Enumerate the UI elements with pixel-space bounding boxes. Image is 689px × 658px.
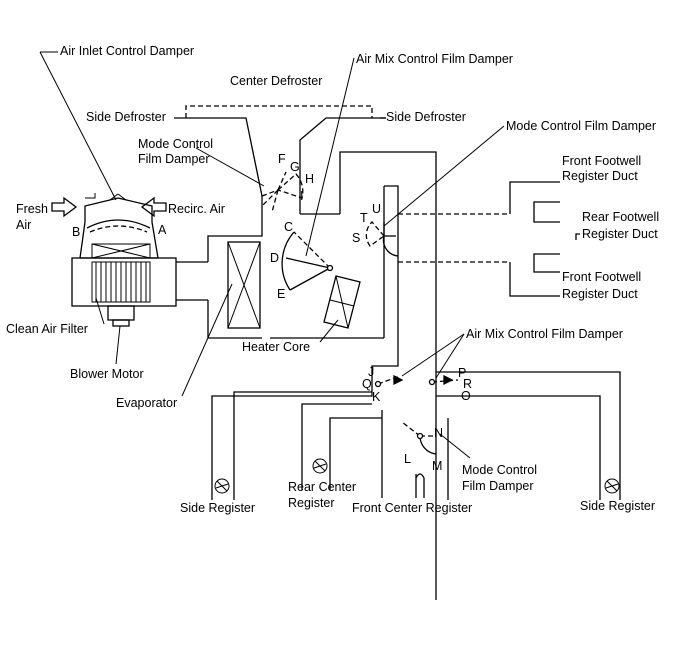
label-air: Air <box>16 218 32 232</box>
label-mode-control-bottom-2: Film Damper <box>462 479 534 493</box>
label-air-mix-damper-bottom: Air Mix Control Film Damper <box>466 327 623 341</box>
letter-t: T <box>360 211 368 225</box>
label-front-center-register: Front Center Register <box>352 501 473 515</box>
letter-u: U <box>372 202 382 216</box>
letter-j: J <box>368 365 375 379</box>
label-rear-center-1: Rear Center <box>288 480 357 494</box>
label-front-footwell-bottom-2: Register Duct <box>562 287 638 301</box>
intake-housing <box>71 193 263 339</box>
label-center-defroster: Center Defroster <box>230 74 323 88</box>
letter-f: F <box>278 152 286 166</box>
letter-k: K <box>372 390 381 404</box>
label-heater-core: Heater Core <box>242 340 311 354</box>
label-rear-footwell-1: Rear Footwell <box>582 210 660 224</box>
letter-o: O <box>461 389 471 403</box>
heater-box <box>211 151 437 600</box>
label-clean-air-filter: Clean Air Filter <box>6 322 88 336</box>
letter-m: M <box>432 459 443 473</box>
letter-d: D <box>270 251 280 265</box>
label-recirc-air: Recirc. Air <box>168 202 225 216</box>
letter-c: C <box>284 220 294 234</box>
label-mode-control-top: Mode Control Film Damper <box>506 119 657 133</box>
fresh-air-arrow-icon <box>51 196 78 218</box>
label-mode-control-left-1: Mode Control <box>138 137 214 151</box>
label-evaporator: Evaporator <box>116 396 178 410</box>
label-side-register-right: Side Register <box>580 499 656 513</box>
letter-r: R <box>463 377 473 391</box>
letter-g: G <box>290 160 300 174</box>
label-rear-footwell-2: Register Duct <box>582 227 658 241</box>
recirc-air-arrow-icon <box>140 196 167 218</box>
letter-a: A <box>158 223 167 237</box>
letter-b: B <box>72 225 81 239</box>
label-side-register-left: Side Register <box>180 501 256 515</box>
defroster-ducts <box>174 105 386 214</box>
letter-n: N <box>434 426 444 440</box>
letter-l: L <box>404 452 411 466</box>
label-air-mix-damper-top: Air Mix Control Film Damper <box>356 52 513 66</box>
letter-q: Q <box>362 377 372 391</box>
label-air-inlet-control-damper: Air Inlet Control Damper <box>60 44 195 58</box>
label-mode-control-bottom-1: Mode Control <box>462 463 538 477</box>
label-mode-control-left-2: Film Damper <box>138 152 210 166</box>
letter-s: S <box>352 231 361 245</box>
letter-p: P <box>458 366 467 380</box>
label-blower-motor: Blower Motor <box>70 367 144 381</box>
letter-h: H <box>305 172 315 186</box>
label-side-defroster-right: Side Defroster <box>386 110 466 124</box>
label-front-footwell-bottom-1: Front Footwell <box>562 270 642 284</box>
label-front-footwell-top-1: Front Footwell <box>562 154 642 168</box>
lower-ducts <box>214 371 621 500</box>
letter-i: I <box>300 189 304 203</box>
footwell-ducts <box>398 181 580 297</box>
letter-e: E <box>277 287 286 301</box>
label-front-footwell-top-2: Register Duct <box>562 169 638 183</box>
label-side-defroster-left: Side Defroster <box>86 110 166 124</box>
leader-lines <box>39 51 505 459</box>
label-rear-center-2: Register <box>288 496 335 510</box>
label-fresh: Fresh <box>16 202 48 216</box>
